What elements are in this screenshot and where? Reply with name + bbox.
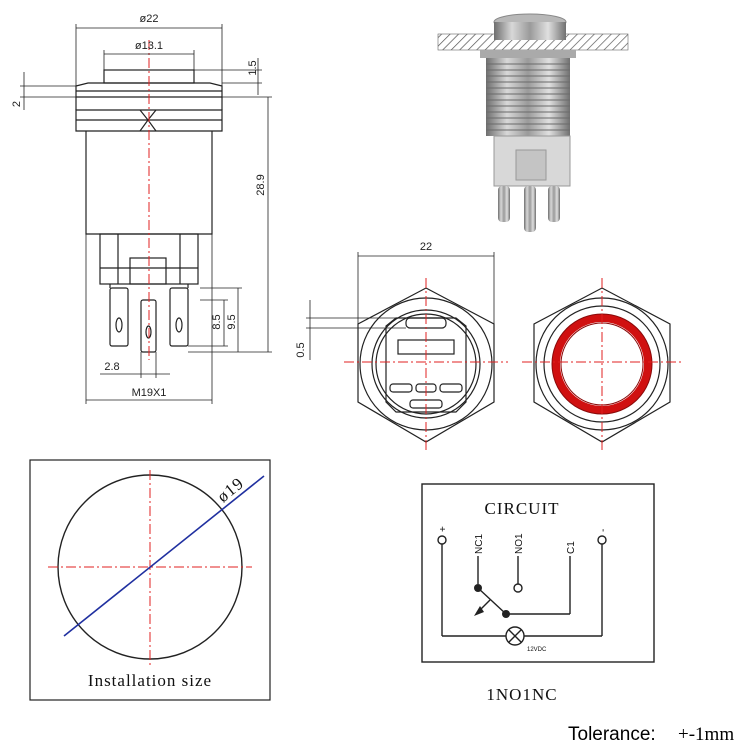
dim-bezel: 2 [11,101,23,107]
dim-cap-dia: ø13.1 [135,40,163,52]
install-hole-dia: ø19 [213,473,247,506]
dim-gap: 0.5 [295,342,307,357]
circuit-title: CIRCUIT [485,499,560,518]
circuit-wires [437,535,607,646]
nc-contact [474,584,482,592]
installation-frame [29,459,271,701]
dim-terminal-b: 9.5 [226,314,238,329]
common-contact [502,610,510,618]
dim-terminal-a: 8.5 [211,314,223,329]
back-dimensions [306,252,495,360]
dim-hex-width: 22 [420,241,432,253]
side-dimensions [20,24,272,404]
terminal-right [169,287,189,347]
pin-nc1: NC1 [474,534,485,554]
install-caption: Installation size [88,671,212,690]
dim-pin-pitch: 2.8 [104,361,119,373]
dim-outer-dia: ø22 [140,13,159,25]
switch-photo [437,13,629,232]
terminal-left [109,287,129,347]
tolerance-colon: : [650,724,655,745]
nut-outline [75,109,223,132]
lamp-voltage: 12VDC [527,647,547,653]
dim-body-length: 28.9 [255,174,267,195]
circuit-frame [421,483,655,663]
tolerance-label-text: Tolerance [568,724,650,745]
dim-cap-height: 1.5 [247,60,259,75]
tolerance-value: +-1mm [678,724,734,745]
dim-thread: M19X1 [132,387,167,399]
body-outline [85,131,213,235]
photo-thread [486,58,570,136]
pin-plus: + [438,526,449,532]
pin-no1: NO1 [514,533,525,554]
pin-minus: - [598,529,609,532]
tolerance-label: Tolerance: [568,724,656,745]
install-diagonal [63,475,265,637]
circuit-config: 1NO1NC [486,685,557,704]
pin-c1: C1 [566,541,577,554]
